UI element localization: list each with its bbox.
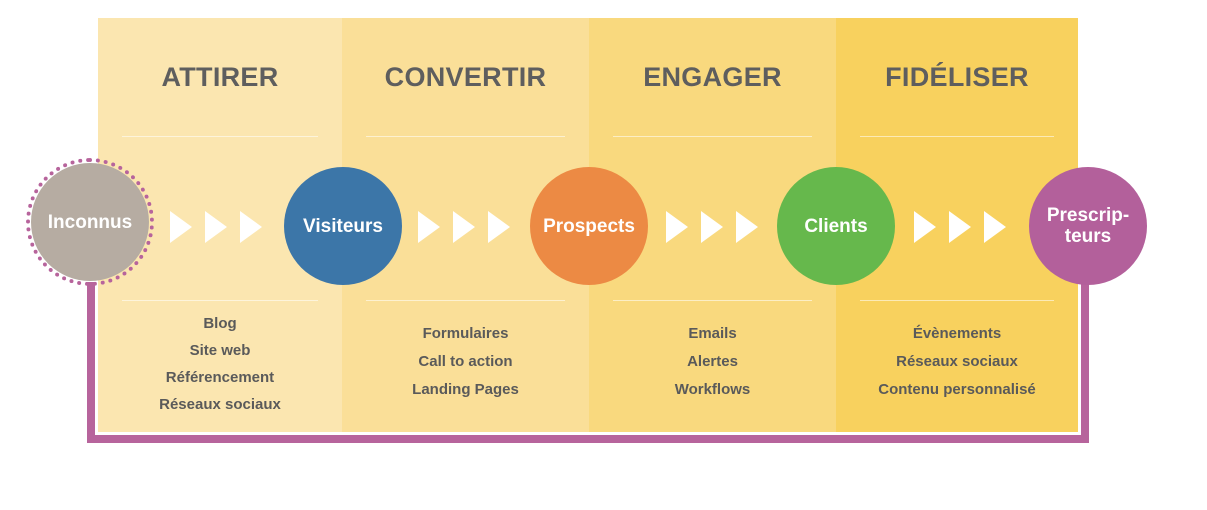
divider (366, 136, 565, 137)
divider (122, 136, 318, 137)
stage-title: FIDÉLISER (885, 62, 1029, 92)
stage-title: ENGAGER (643, 62, 782, 92)
stage-title: ATTIRER (161, 62, 279, 92)
list-item: Landing Pages (412, 381, 519, 398)
bracket-right-bar (1081, 266, 1089, 443)
chevron-right-icon (205, 211, 227, 243)
chevron-right-icon (666, 211, 688, 243)
list-item: Blog (203, 315, 237, 332)
node-label: Clients (804, 215, 868, 237)
chevron-right-icon (736, 211, 758, 243)
stage-item-list: Blog Site web Référencement Réseaux soci… (98, 310, 342, 418)
list-item: Formulaires (422, 325, 509, 342)
list-item: Contenu personnalisé (878, 381, 1036, 398)
node-inconnus: Inconnus (31, 163, 149, 281)
list-item: Site web (189, 342, 251, 359)
divider (613, 136, 812, 137)
list-item: Évènements (912, 325, 1002, 342)
list-item: Alertes (687, 353, 738, 370)
list-item: Réseaux sociaux (896, 353, 1018, 370)
bracket-bottom-bar (87, 435, 1089, 443)
list-item: Référencement (165, 369, 275, 386)
stage-item-list: Évènements Réseaux sociaux Contenu perso… (836, 320, 1078, 404)
node-clients: Clients (777, 167, 895, 285)
list-item: Emails (688, 325, 737, 342)
chevron-right-icon (949, 211, 971, 243)
divider (122, 300, 318, 301)
node-label: Inconnus (47, 211, 133, 233)
chevron-right-icon (170, 211, 192, 243)
list-item: Réseaux sociaux (159, 396, 281, 413)
chevron-right-icon (701, 211, 723, 243)
divider (613, 300, 812, 301)
chevron-right-icon (488, 211, 510, 243)
list-item: Workflows (674, 381, 751, 398)
chevron-right-icon (240, 211, 262, 243)
node-label: Prescrip- teurs (1046, 205, 1130, 247)
node-prescripteurs: Prescrip- teurs (1029, 167, 1147, 285)
stage-title: CONVERTIR (384, 62, 547, 92)
list-item: Call to action (418, 353, 513, 370)
stage-item-list: Emails Alertes Workflows (589, 320, 836, 404)
divider (860, 300, 1054, 301)
bracket-left-bar (87, 282, 95, 443)
chevron-right-icon (418, 211, 440, 243)
node-label: Visiteurs (303, 215, 383, 237)
chevron-right-icon (914, 211, 936, 243)
dotted-ring (26, 158, 154, 286)
node-prospects: Prospects (530, 167, 648, 285)
stage-item-list: Formulaires Call to action Landing Pages (342, 320, 589, 404)
chevron-right-icon (453, 211, 475, 243)
divider (366, 300, 565, 301)
node-visiteurs: Visiteurs (284, 167, 402, 285)
chevron-right-icon (984, 211, 1006, 243)
node-label: Prospects (543, 215, 635, 237)
divider (860, 136, 1054, 137)
